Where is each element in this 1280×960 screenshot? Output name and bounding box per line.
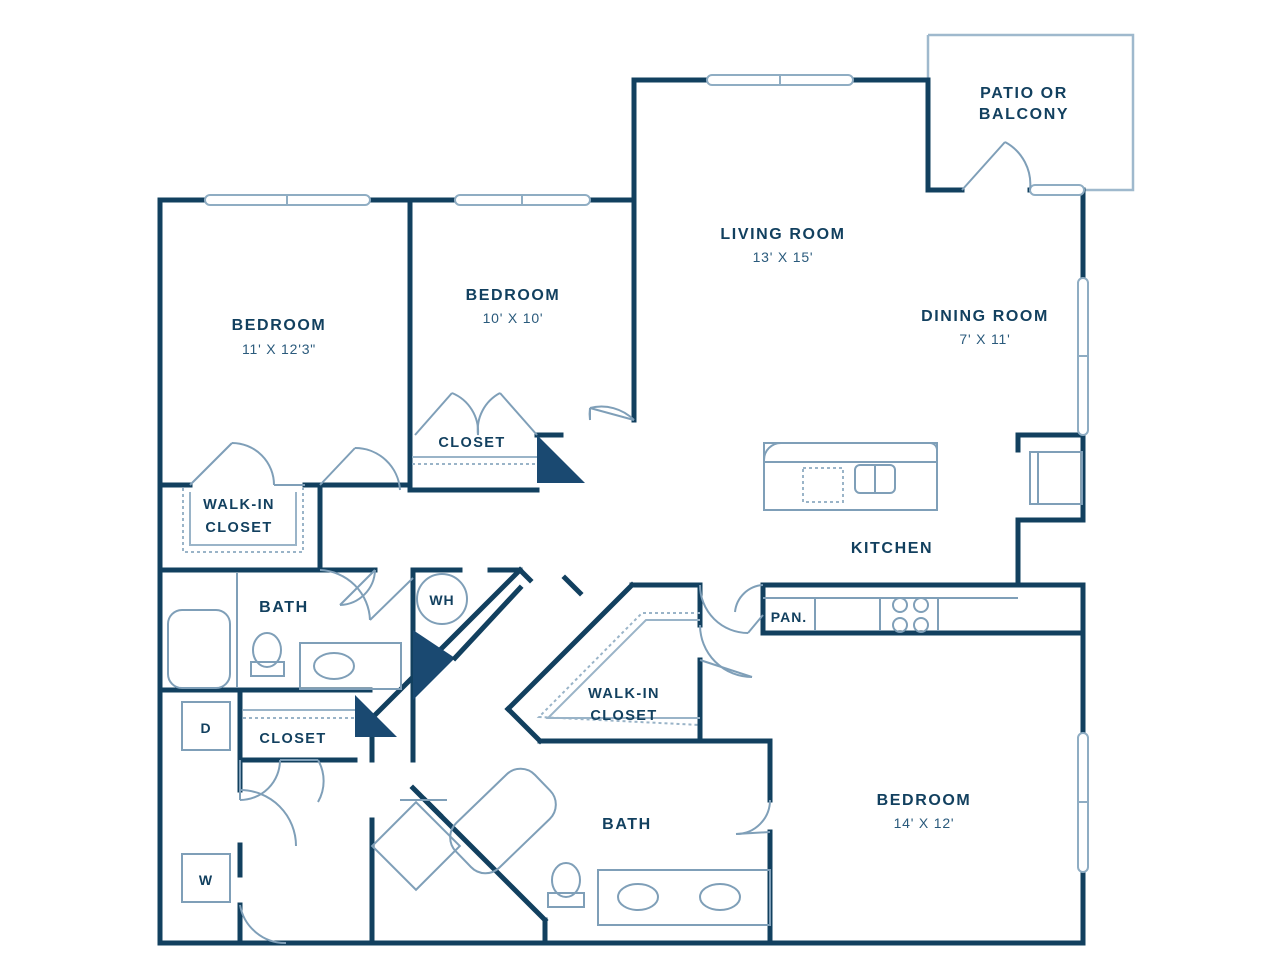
label-bath-left: BATH bbox=[259, 599, 309, 616]
vanity-left bbox=[299, 642, 402, 690]
doors bbox=[189, 141, 1032, 945]
kitchen-counter bbox=[763, 597, 1018, 633]
toilet-master bbox=[547, 862, 585, 908]
kitchen-island bbox=[763, 442, 938, 511]
label-kitchen: KITCHEN bbox=[851, 540, 933, 557]
shower-master bbox=[370, 800, 462, 892]
bathtub-left bbox=[167, 573, 238, 689]
label-walkin-closet-left-2: CLOSET bbox=[205, 520, 272, 536]
solid-wall-fills bbox=[355, 435, 585, 737]
dryer-box bbox=[181, 701, 231, 751]
water-heater-symbol bbox=[416, 573, 468, 625]
dim-living-room: 13' X 15' bbox=[753, 249, 814, 265]
dim-dining-room: 7' X 11' bbox=[959, 331, 1010, 347]
angled-walls bbox=[421, 566, 584, 819]
tag-water-heater: WH bbox=[429, 592, 454, 608]
label-closet-bedroom-mid: CLOSET bbox=[438, 435, 505, 451]
label-living-room: LIVING ROOM bbox=[720, 226, 845, 243]
shelf-closet-bedroom-mid bbox=[412, 456, 537, 465]
shelf-walkin-left bbox=[182, 488, 304, 553]
shelf-closet-hall bbox=[243, 709, 355, 719]
room-labels: BEDROOM 11' X 12'3" BEDROOM 10' X 10' LI… bbox=[232, 85, 1069, 833]
tag-dryer: D bbox=[200, 720, 211, 736]
dim-bedroom-master: 14' X 12' bbox=[894, 815, 955, 831]
shelf-walkin-master bbox=[536, 612, 701, 726]
toilet-left bbox=[250, 632, 285, 677]
vanity-master bbox=[597, 869, 771, 926]
dim-bedroom-mid: 10' X 10' bbox=[483, 310, 544, 326]
label-bedroom-master: BEDROOM bbox=[877, 792, 972, 809]
tag-washer: W bbox=[199, 872, 213, 888]
label-walkin-closet-master-2: CLOSET bbox=[590, 708, 657, 724]
window-patio-door bbox=[1029, 184, 1085, 196]
bathtub-master bbox=[400, 767, 557, 875]
label-patio-line1: PATIO OR bbox=[980, 85, 1068, 102]
tag-pantry: PAN. bbox=[771, 609, 807, 625]
appliance-tags: WH D W PAN. bbox=[199, 592, 807, 888]
label-bath-master: BATH bbox=[602, 816, 652, 833]
refrigerator bbox=[1029, 451, 1083, 505]
label-walkin-closet-master-1: WALK-IN bbox=[588, 686, 660, 702]
label-bedroom-left: BEDROOM bbox=[232, 317, 327, 334]
label-walkin-closet-left-1: WALK-IN bbox=[203, 497, 275, 513]
closet-labels: WALK-IN CLOSET CLOSET CLOSET WALK-IN CLO… bbox=[203, 435, 660, 747]
washer-box bbox=[181, 853, 231, 903]
dim-bedroom-left: 11' X 12'3" bbox=[242, 341, 316, 357]
walls bbox=[157, 77, 1086, 946]
label-patio-line2: BALCONY bbox=[979, 106, 1069, 123]
label-bedroom-mid: BEDROOM bbox=[466, 287, 561, 304]
patio-outline bbox=[926, 33, 1135, 192]
label-dining-room: DINING ROOM bbox=[921, 308, 1049, 325]
label-closet-hall: CLOSET bbox=[259, 731, 326, 747]
windows bbox=[204, 74, 1089, 873]
